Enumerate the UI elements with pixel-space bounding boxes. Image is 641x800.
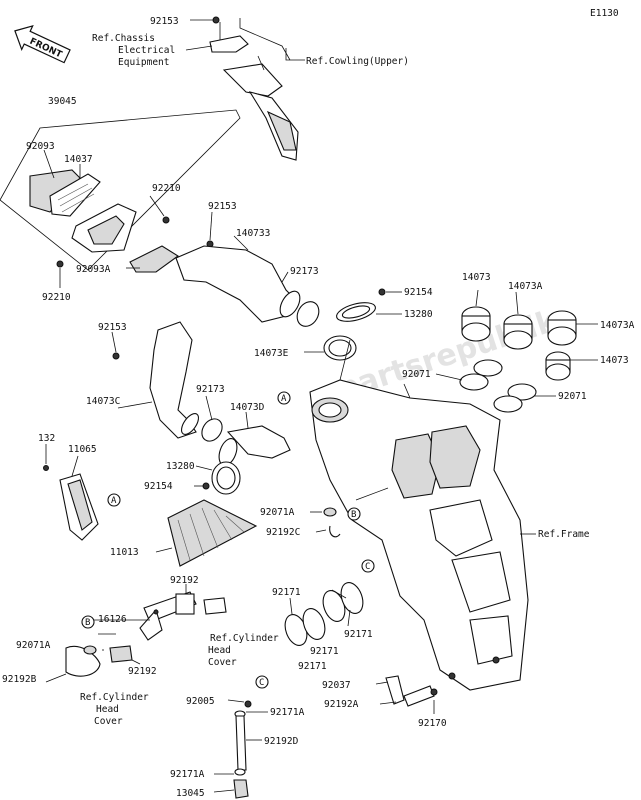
label-92005: 92005 (186, 696, 215, 707)
kit-39045 (0, 109, 241, 288)
cover-11065 (43, 444, 99, 541)
label-14073-b: 14073 (600, 355, 629, 366)
callout-b-upper: B (351, 510, 356, 520)
label-92171-d: 92171 (298, 661, 327, 672)
label-92173-b: 92173 (196, 384, 225, 395)
label-92171-c: 92171 (310, 646, 339, 657)
label-11065: 11065 (68, 444, 97, 455)
label-92037: 92037 (322, 680, 351, 691)
label-92192b: 92192B (2, 674, 37, 685)
throttle-seals (304, 288, 402, 361)
label-14037: 14037 (64, 154, 93, 165)
label-92192a: 92192A (324, 699, 359, 710)
label-ref-head-1: Head (208, 645, 231, 656)
label-92170: 92170 (418, 718, 447, 729)
intake-duct-left (111, 321, 200, 439)
label-ref-equipment: Equipment (118, 57, 169, 68)
label-92071-b: 92071 (558, 391, 587, 402)
label-14073-a: 14073 (462, 272, 491, 283)
label-92171-a: 92171 (272, 587, 301, 598)
label-ref-head-2: Head (96, 704, 119, 715)
label-92192d: 92192D (264, 736, 299, 747)
callout-b-lower: B (85, 618, 90, 628)
label-92192c: 92192C (266, 527, 300, 538)
callout-c-lower: C (259, 678, 264, 688)
label-13280-b: 13280 (166, 461, 195, 472)
label-92093: 92093 (26, 141, 55, 152)
label-92153-mid: 92153 (208, 201, 237, 212)
label-92192-b: 92192 (128, 666, 157, 677)
intake-duct-lower (194, 411, 291, 495)
label-92154-b: 92154 (144, 481, 173, 492)
label-92154-a: 92154 (404, 287, 433, 298)
airbox-frame (309, 339, 536, 691)
clamp-92173 (201, 301, 320, 442)
label-ref-chassis: Ref.Chassis (92, 33, 155, 44)
callout-c-upper: C (365, 562, 370, 572)
label-14073d: 14073D (230, 402, 265, 413)
label-92153-top: 92153 (150, 16, 179, 27)
label-ref-cover-2: Cover (94, 716, 123, 727)
label-92153-left: 92153 (98, 322, 127, 333)
label-ref-electrical: Electrical (118, 45, 175, 56)
label-92171a-b: 92171A (170, 769, 205, 780)
intake-duct-upper (126, 211, 301, 323)
lower-hoses (375, 675, 438, 714)
label-14073a-b: 14073A (600, 320, 635, 331)
bracket-assembly (185, 16, 305, 161)
label-39045: 39045 (48, 96, 77, 107)
label-92071a-a: 92071A (260, 507, 295, 518)
label-11013: 11013 (110, 547, 139, 558)
label-92173-a: 92173 (290, 266, 319, 277)
label-ref-cyl-head-1: Ref.Cylinder (210, 633, 279, 644)
label-92192-a: 92192 (170, 575, 199, 586)
part-labels: 92153 Ref.Chassis Electrical Equipment R… (2, 16, 635, 799)
drain-hose (213, 699, 268, 799)
label-14073c: 14073C (86, 396, 120, 407)
label-14073e: 14073E (254, 348, 289, 359)
breather-hose-assembly (45, 584, 227, 683)
air-filter (155, 499, 258, 567)
label-132: 132 (38, 433, 55, 444)
label-92093a: 92093A (76, 264, 111, 275)
label-92171a-a: 92171A (270, 707, 305, 718)
callout-a-upper: A (281, 394, 287, 404)
label-13280-a: 13280 (404, 309, 433, 320)
label-ref-cyl-head-2: Ref.Cylinder (80, 692, 149, 703)
diagram-id: E1130 (590, 8, 619, 19)
hose-clamps-92171 (284, 582, 364, 646)
front-arrow-icon: FRONT (14, 24, 71, 64)
callout-markers: A A B B C C (81, 391, 375, 689)
label-92071-a: 92071 (402, 369, 431, 380)
label-92071a-b: 92071A (16, 640, 51, 651)
label-16126: 16126 (98, 614, 127, 625)
label-14073a-a: 14073A (508, 281, 543, 292)
drain-grommet (310, 507, 341, 538)
label-ref-frame: Ref.Frame (538, 529, 590, 540)
label-92210-a: 92210 (152, 183, 181, 194)
velocity-stacks (435, 289, 598, 413)
label-92171-b: 92171 (344, 629, 373, 640)
label-ref-cowling: Ref.Cowling(Upper) (306, 56, 409, 67)
callout-a-lower: A (111, 496, 117, 506)
label-92210-b: 92210 (42, 292, 71, 303)
label-ref-cover-1: Cover (208, 657, 237, 668)
label-140733: 140733 (236, 228, 270, 239)
label-13045: 13045 (176, 788, 205, 799)
